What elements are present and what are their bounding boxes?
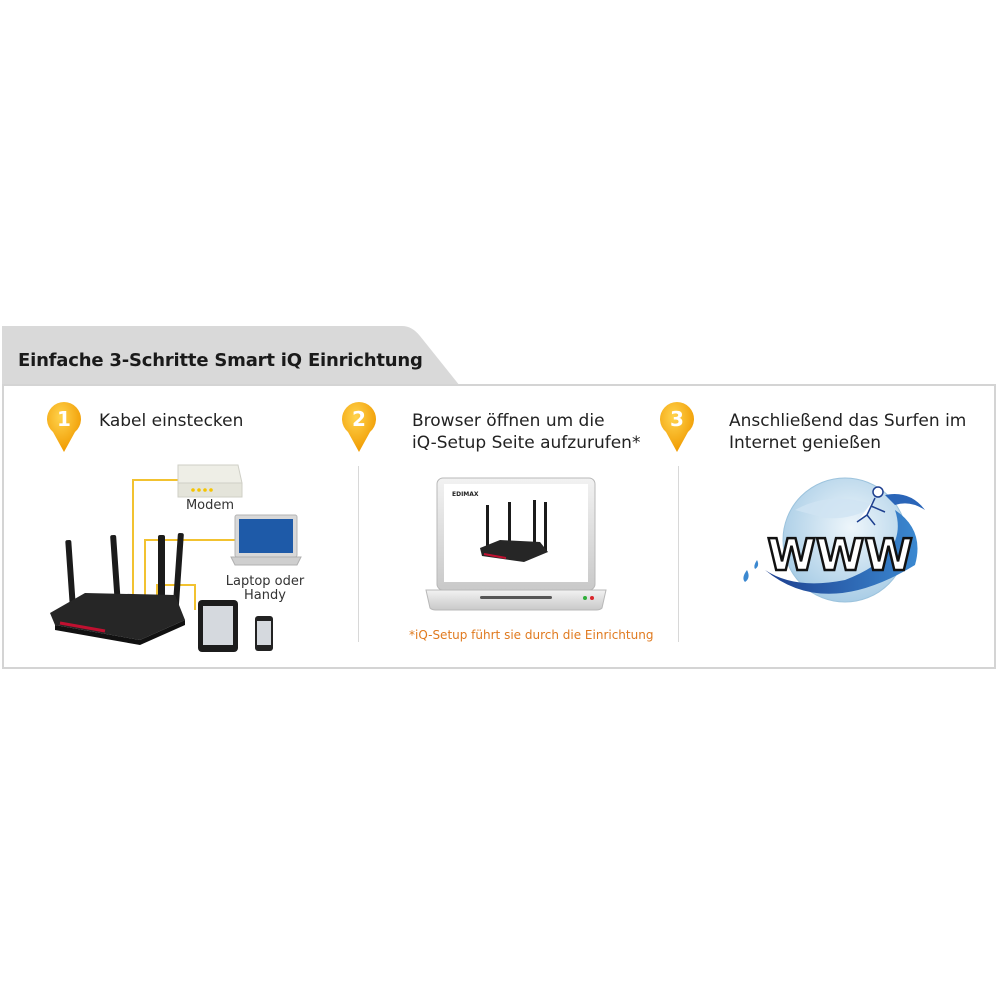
laptop-icon [230, 514, 302, 566]
step-1-badge-icon: 1 [47, 402, 81, 452]
modem-label: Modem [185, 498, 235, 513]
step-1-text: Kabel einstecken [99, 411, 244, 431]
step-1-illustration [50, 464, 302, 652]
www-surfer-logo: WWW [743, 477, 925, 603]
step-1-number: 1 [57, 407, 71, 431]
step-2-text-line2: iQ-Setup Seite aufzurufen* [412, 433, 641, 453]
tablet-icon [198, 600, 238, 652]
step-3-text-line2: Internet genießen [729, 433, 882, 453]
phone-icon [255, 616, 273, 651]
step-3-badge-icon: 3 [660, 402, 694, 452]
tab-shape [2, 326, 460, 386]
router-icon [50, 533, 185, 645]
page-title: Einfache 3-Schritte Smart iQ Einrichtung [18, 350, 423, 371]
screen-brand: EDIMAX [452, 491, 479, 498]
setup-footnote: *iQ-Setup führt sie durch die Einrichtun… [409, 628, 654, 642]
surfer-icon [856, 486, 886, 526]
step-2-number: 2 [352, 407, 366, 431]
divider-1 [358, 466, 359, 642]
www-text: WWW [767, 530, 913, 581]
step-2-text-line1: Browser öffnen um die [412, 411, 605, 431]
screen-router-icon [480, 500, 548, 562]
step-3-number: 3 [670, 407, 684, 431]
divider-2 [678, 466, 679, 642]
step-3-text-line1: Anschließend das Surfen im [729, 411, 967, 431]
setup-laptop-illustration: EDIMAX [425, 477, 607, 611]
step-2-badge-icon: 2 [342, 402, 376, 452]
header-tab: Einfache 3-Schritte Smart iQ Einrichtung [2, 326, 462, 386]
modem-icon [177, 464, 243, 498]
laptop-label-line1: Laptop oder [225, 574, 305, 589]
laptop-label-line2: Handy [244, 588, 286, 603]
